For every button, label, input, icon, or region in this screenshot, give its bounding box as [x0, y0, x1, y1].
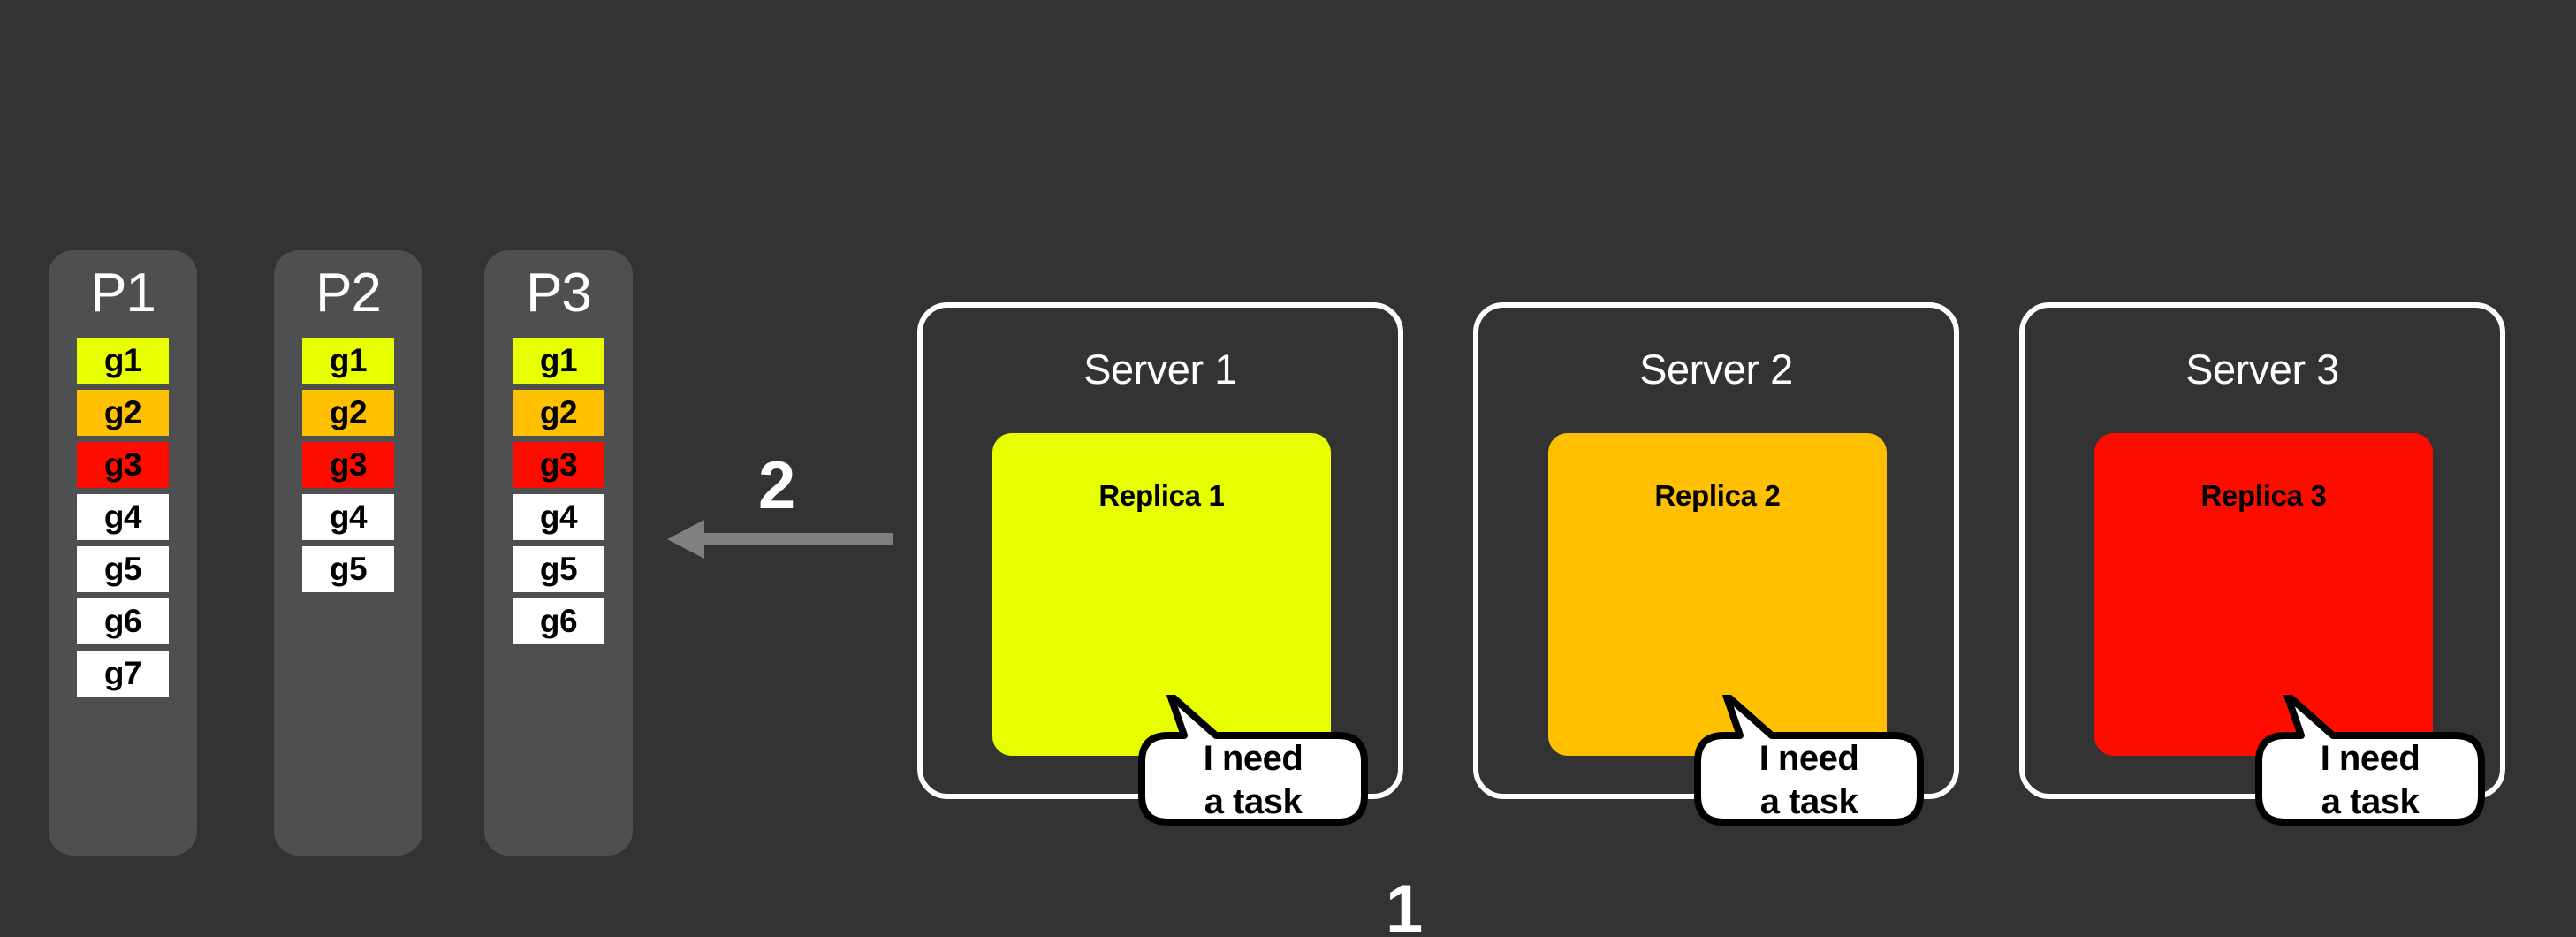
- replica-label: Replica 1: [1098, 479, 1225, 512]
- group-cell[interactable]: g3: [302, 442, 394, 489]
- group-list: g1 g2 g3 g4 g5 g6 g7: [49, 338, 197, 697]
- group-cell[interactable]: g6: [513, 598, 604, 645]
- replica-box-1[interactable]: Replica 1: [992, 433, 1331, 756]
- speech-bubble-1: I need a task: [1138, 691, 1368, 826]
- speech-bubble-shape: [1138, 691, 1368, 826]
- group-cell[interactable]: g5: [302, 546, 394, 593]
- arrow-to-partitions: [667, 517, 893, 561]
- group-cell[interactable]: g2: [77, 390, 169, 437]
- partition-p2: P2 g1 g2 g3 g4 g5: [274, 250, 422, 856]
- replica-box-3[interactable]: Replica 3: [2094, 433, 2433, 756]
- group-cell[interactable]: g2: [302, 390, 394, 437]
- speech-bubble-2: I need a task: [1694, 691, 1924, 826]
- server-title: Server 1: [1083, 346, 1237, 392]
- partition-title: P2: [315, 263, 382, 324]
- group-cell[interactable]: g5: [77, 546, 169, 593]
- group-cell[interactable]: g6: [77, 598, 169, 645]
- left-arrow-icon: [667, 520, 893, 559]
- partition-p1: P1 g1 g2 g3 g4 g5 g6 g7: [49, 250, 197, 856]
- group-cell[interactable]: g1: [302, 338, 394, 385]
- group-cell[interactable]: g1: [513, 338, 604, 385]
- group-cell[interactable]: g1: [77, 338, 169, 385]
- partition-p3: P3 g1 g2 g3 g4 g5 g6: [484, 250, 633, 856]
- group-cell[interactable]: g4: [513, 494, 604, 541]
- group-cell[interactable]: g2: [513, 390, 604, 437]
- group-cell[interactable]: g3: [77, 442, 169, 489]
- group-cell[interactable]: g4: [77, 494, 169, 541]
- group-list: g1 g2 g3 g4 g5: [274, 338, 422, 593]
- replica-label: Replica 2: [1654, 479, 1781, 512]
- step-1-label: 1: [1386, 872, 1423, 937]
- server-title: Server 3: [2185, 346, 2339, 392]
- speech-bubble-shape: [1694, 691, 1924, 826]
- step-2-label: 2: [758, 448, 795, 523]
- speech-bubble-shape: [2255, 691, 2485, 826]
- group-cell[interactable]: g5: [513, 546, 604, 593]
- replica-label: Replica 3: [2200, 479, 2327, 512]
- partition-title: P1: [90, 263, 156, 324]
- group-cell[interactable]: g3: [513, 442, 604, 489]
- group-cell[interactable]: g7: [77, 651, 169, 697]
- replica-box-2[interactable]: Replica 2: [1548, 433, 1887, 756]
- server-title: Server 2: [1639, 346, 1793, 392]
- speech-bubble-3: I need a task: [2255, 691, 2485, 826]
- group-list: g1 g2 g3 g4 g5 g6: [484, 338, 633, 645]
- group-cell[interactable]: g4: [302, 494, 394, 541]
- partition-title: P3: [526, 263, 592, 324]
